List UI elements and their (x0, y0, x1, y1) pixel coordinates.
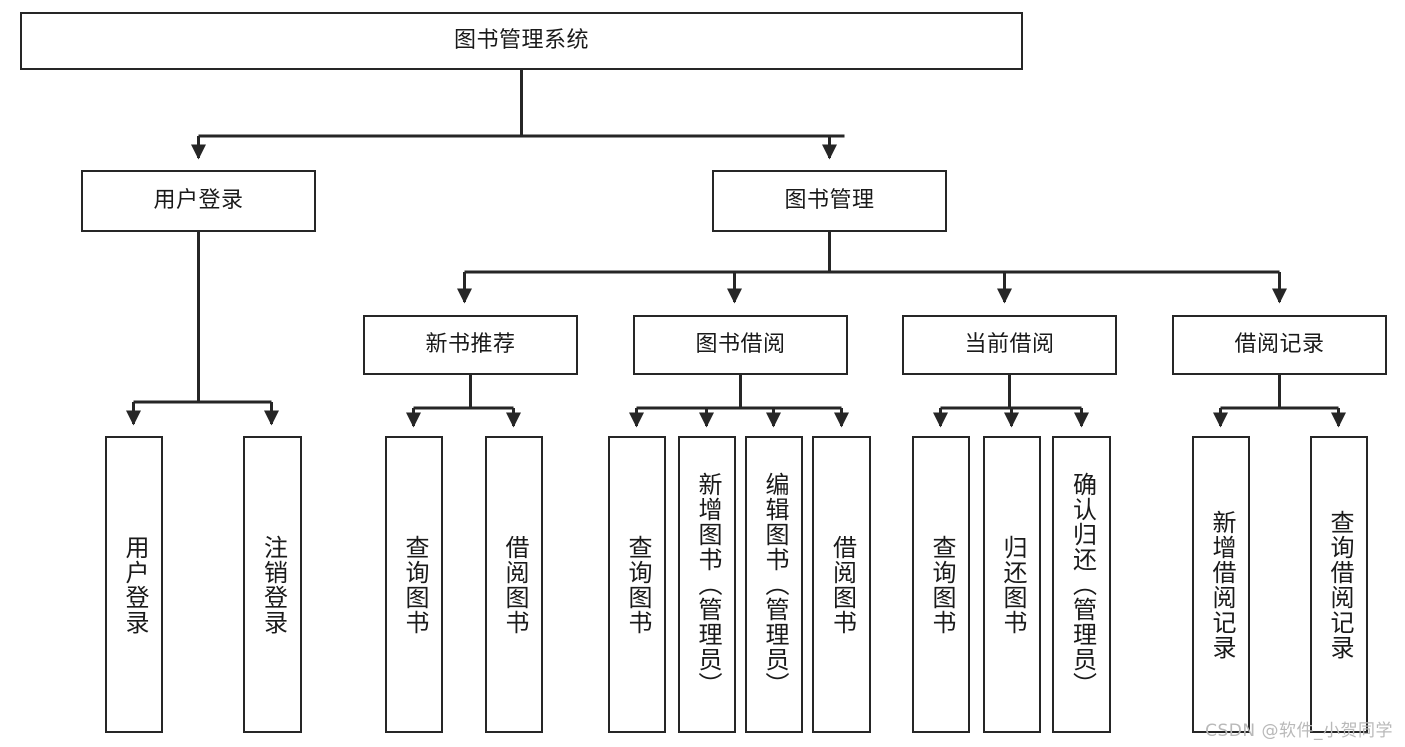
node-current-borrow[interactable]: 当前借阅 (902, 315, 1117, 375)
node-label: 当前借阅 (964, 332, 1055, 357)
node-leaf-bb-add[interactable]: 新增图书（管理员） (678, 436, 736, 733)
node-label: 新增借阅记录 (1207, 509, 1236, 660)
node-label: 新增图书（管理员） (693, 472, 722, 697)
node-label: 新书推荐 (425, 332, 516, 357)
node-label: 查询借阅记录 (1325, 509, 1354, 660)
node-leaf-cb-confirm[interactable]: 确认归还（管理员） (1052, 436, 1111, 733)
node-label: 图书管理 (784, 188, 875, 213)
node-label: 图书借阅 (695, 332, 786, 357)
node-label: 确认归还（管理员） (1068, 472, 1097, 697)
node-leaf-cb-query[interactable]: 查询图书 (912, 436, 970, 733)
node-new-book-rec[interactable]: 新书推荐 (363, 315, 578, 375)
node-book-borrow[interactable]: 图书借阅 (633, 315, 848, 375)
node-leaf-logout[interactable]: 注销登录 (243, 436, 302, 733)
node-leaf-rec-query[interactable]: 查询图书 (385, 436, 443, 733)
node-label: 借阅图书 (500, 534, 529, 635)
node-leaf-cb-return[interactable]: 归还图书 (983, 436, 1041, 733)
node-leaf-user-login[interactable]: 用户登录 (105, 436, 163, 733)
node-leaf-bb-edit[interactable]: 编辑图书（管理员） (745, 436, 803, 733)
node-label: 图书管理系统 (453, 28, 589, 53)
node-leaf-br-query[interactable]: 查询借阅记录 (1310, 436, 1368, 733)
node-user-login[interactable]: 用户登录 (81, 170, 316, 232)
node-book-manage[interactable]: 图书管理 (712, 170, 947, 232)
node-label: 用户登录 (153, 188, 244, 213)
node-label: 查询图书 (927, 534, 956, 635)
node-leaf-bb-borrow[interactable]: 借阅图书 (812, 436, 871, 733)
node-leaf-bb-query[interactable]: 查询图书 (608, 436, 666, 733)
node-label: 查询图书 (623, 534, 652, 635)
node-label: 编辑图书（管理员） (760, 472, 789, 697)
node-label: 注销登录 (259, 534, 288, 635)
node-root[interactable]: 图书管理系统 (20, 12, 1023, 70)
node-leaf-br-add[interactable]: 新增借阅记录 (1192, 436, 1250, 733)
node-label: 归还图书 (998, 534, 1027, 635)
node-borrow-record[interactable]: 借阅记录 (1172, 315, 1387, 375)
node-label: 用户登录 (120, 534, 149, 635)
node-leaf-rec-borrow[interactable]: 借阅图书 (485, 436, 543, 733)
node-label: 借阅记录 (1234, 332, 1325, 357)
node-label: 查询图书 (400, 534, 429, 635)
node-label: 借阅图书 (828, 534, 857, 635)
